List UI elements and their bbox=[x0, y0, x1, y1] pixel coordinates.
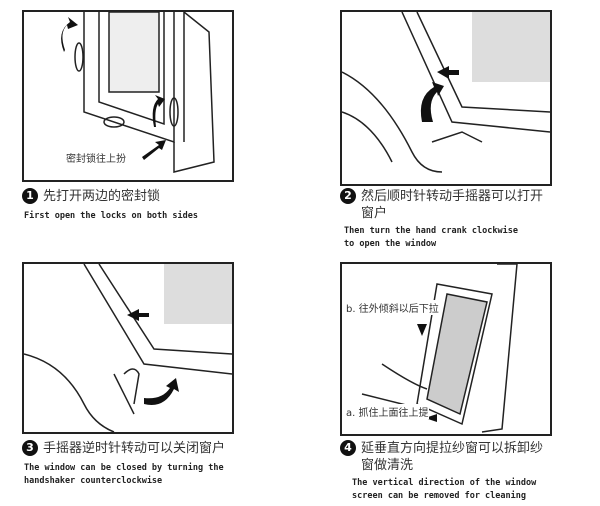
crank-close-drawing bbox=[24, 264, 232, 432]
step-4-desc-line1: The vertical direction of the window bbox=[352, 478, 537, 488]
step-1-title: 1 先打开两边的密封锁 bbox=[22, 188, 160, 205]
step-2-desc-line1: Then turn the hand crank clockwise bbox=[344, 226, 518, 236]
step-4-desc-line2: screen can be removed for cleaning bbox=[352, 491, 526, 501]
step-4-number: 4 bbox=[340, 440, 356, 456]
window-lock-drawing bbox=[61, 12, 215, 173]
step-4-title: 4 延垂直方向提拉纱窗可以拆卸纱窗做清洗 bbox=[340, 440, 543, 474]
step-2-title: 2 然后顺时针转动手摇器可以打开窗户 bbox=[340, 188, 543, 222]
step-4-label-a: a. 抓住上面往上提 bbox=[346, 404, 429, 419]
step-1-number: 1 bbox=[22, 188, 38, 204]
step-3-title-text: 手摇器逆时针转动可以关闭窗户 bbox=[43, 441, 226, 456]
step-1-title-text: 先打开两边的密封锁 bbox=[43, 189, 161, 204]
step-2-desc-line2: to open the window bbox=[344, 239, 437, 249]
step-4-title-text: 延垂直方向提拉纱窗可以拆卸纱 bbox=[361, 441, 544, 456]
step-4-label-b: b. 往外倾斜以后下拉 bbox=[346, 300, 439, 315]
step-2-number: 2 bbox=[340, 188, 356, 204]
step-2-desc: Then turn the hand crank clockwise to ope… bbox=[344, 225, 518, 251]
step-3-desc: The window can be closed by turning the h… bbox=[24, 462, 224, 488]
step-2-title-text: 然后顺时针转动手摇器可以打开 bbox=[361, 189, 544, 204]
step-3-title: 3 手摇器逆时针转动可以关闭窗户 bbox=[22, 440, 225, 457]
step-1-label: 密封锁往上扮 bbox=[66, 150, 126, 165]
step-3-desc-line2: handshaker counterclockwise bbox=[24, 476, 163, 486]
step-2-illustration bbox=[340, 10, 552, 186]
step-3-desc-line1: The window can be closed by turning the bbox=[24, 463, 224, 473]
crank-open-drawing bbox=[342, 12, 550, 173]
step-1-illustration bbox=[22, 10, 234, 182]
step-2-title-text-2: 窗户 bbox=[361, 206, 388, 221]
step-1-desc: First open the locks on both sides bbox=[24, 211, 198, 221]
screen-removal-drawing bbox=[361, 264, 518, 433]
step-3-illustration bbox=[22, 262, 234, 434]
step-4-title-text-2: 窗做清洗 bbox=[361, 458, 414, 473]
step-3-number: 3 bbox=[22, 440, 38, 456]
step-4-desc: The vertical direction of the window scre… bbox=[352, 477, 536, 503]
